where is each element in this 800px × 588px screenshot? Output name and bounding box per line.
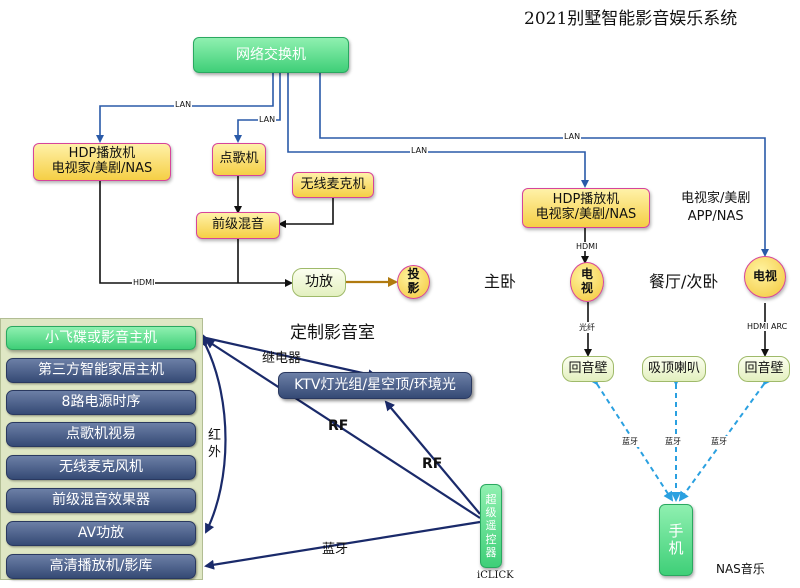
bt-line-soundbar-dining [678,374,773,502]
label-lan-3: LAN [410,146,429,155]
label-dining-apps: 电视家/美剧 APP/NAS [681,191,751,224]
label-lan-2: LAN [258,115,277,124]
panel-item-karaoke-shiyi: 点歌机视易 [6,422,196,447]
infrared-line [198,336,227,534]
label-lan-4: LAN [563,132,582,141]
soundbar-master: 回音壁 [562,356,614,382]
ceiling-speaker: 吸顶喇叭 [642,356,706,382]
relay-line [197,331,378,380]
soundbar-dining: 回音壁 [738,356,790,382]
hdp-player-left: HDP播放机 电视家/美剧/NAS [33,143,171,181]
line-mic-premix [278,198,334,228]
bluetooth-line-remote [204,520,481,570]
panel-item-power-sequencer: 8路电源时序 [6,390,196,415]
phone: 手 机 [659,504,693,576]
super-remote: 超 级 遥 控 器 [480,484,502,568]
projector: 投 影 [397,265,430,299]
panel-item-hd-player: 高清播放机/影库 [6,554,196,579]
panel-item-wireless-mic: 无线麦克风机 [6,455,196,480]
hdp-player-right: HDP播放机 电视家/美剧/NAS [522,188,650,228]
network-switch: 网络交换机 [193,37,349,73]
label-iclick: iCLICK [477,570,514,581]
label-rf-2: RF [422,456,443,472]
label-lan-1: LAN [174,100,193,109]
line-hdp-amp [99,180,293,287]
label-hdmi-left: HDMI [132,278,156,287]
label-hdmi-right: HDMI [575,242,599,251]
label-bt-1: 蓝牙 [621,436,639,447]
karaoke-machine: 点歌机 [212,143,266,176]
amplifier: 功放 [292,268,346,297]
ktv-lighting-group: KTV灯光组/星空顶/环境光 [278,372,472,399]
lan-line-tv-dining [319,72,769,257]
panel-item-third-party-host: 第三方智能家居主机 [6,358,196,383]
label-relay: 继电器 [262,351,302,366]
label-master-bedroom: 主卧 [484,272,517,291]
panel-item-av-amp: AV功放 [6,521,196,546]
label-infrared: 红 外 [208,428,222,460]
panel-item-premix-effects: 前级混音效果器 [6,488,196,513]
label-dining-room: 餐厅/次卧 [649,272,719,291]
lan-line-hdp-right [287,72,589,188]
rf-line-2 [384,400,481,515]
label-fiber: 光纤 [578,322,596,333]
label-bt-2: 蓝牙 [664,436,682,447]
tv-dining-room: 电视 [744,256,786,298]
pre-mixer: 前级混音 [196,212,280,239]
label-bluetooth-remote: 蓝牙 [322,542,349,557]
label-bt-3: 蓝牙 [710,436,728,447]
rf-line-1 [204,338,481,519]
label-nas-music: NAS音乐 [716,562,765,576]
label-rf-1: RF [328,418,349,434]
label-custom-theater: 定制影音室 [290,323,375,343]
label-hdmi-arc: HDMI ARC [746,322,789,331]
panel-item-ufo-host: 小飞碟或影音主机 [6,326,196,350]
tv-master-bedroom: 电 视 [570,262,604,302]
wireless-mic-unit: 无线麦克机 [292,172,374,198]
page-title: 2021别墅智能影音娱乐系统 [524,9,738,29]
